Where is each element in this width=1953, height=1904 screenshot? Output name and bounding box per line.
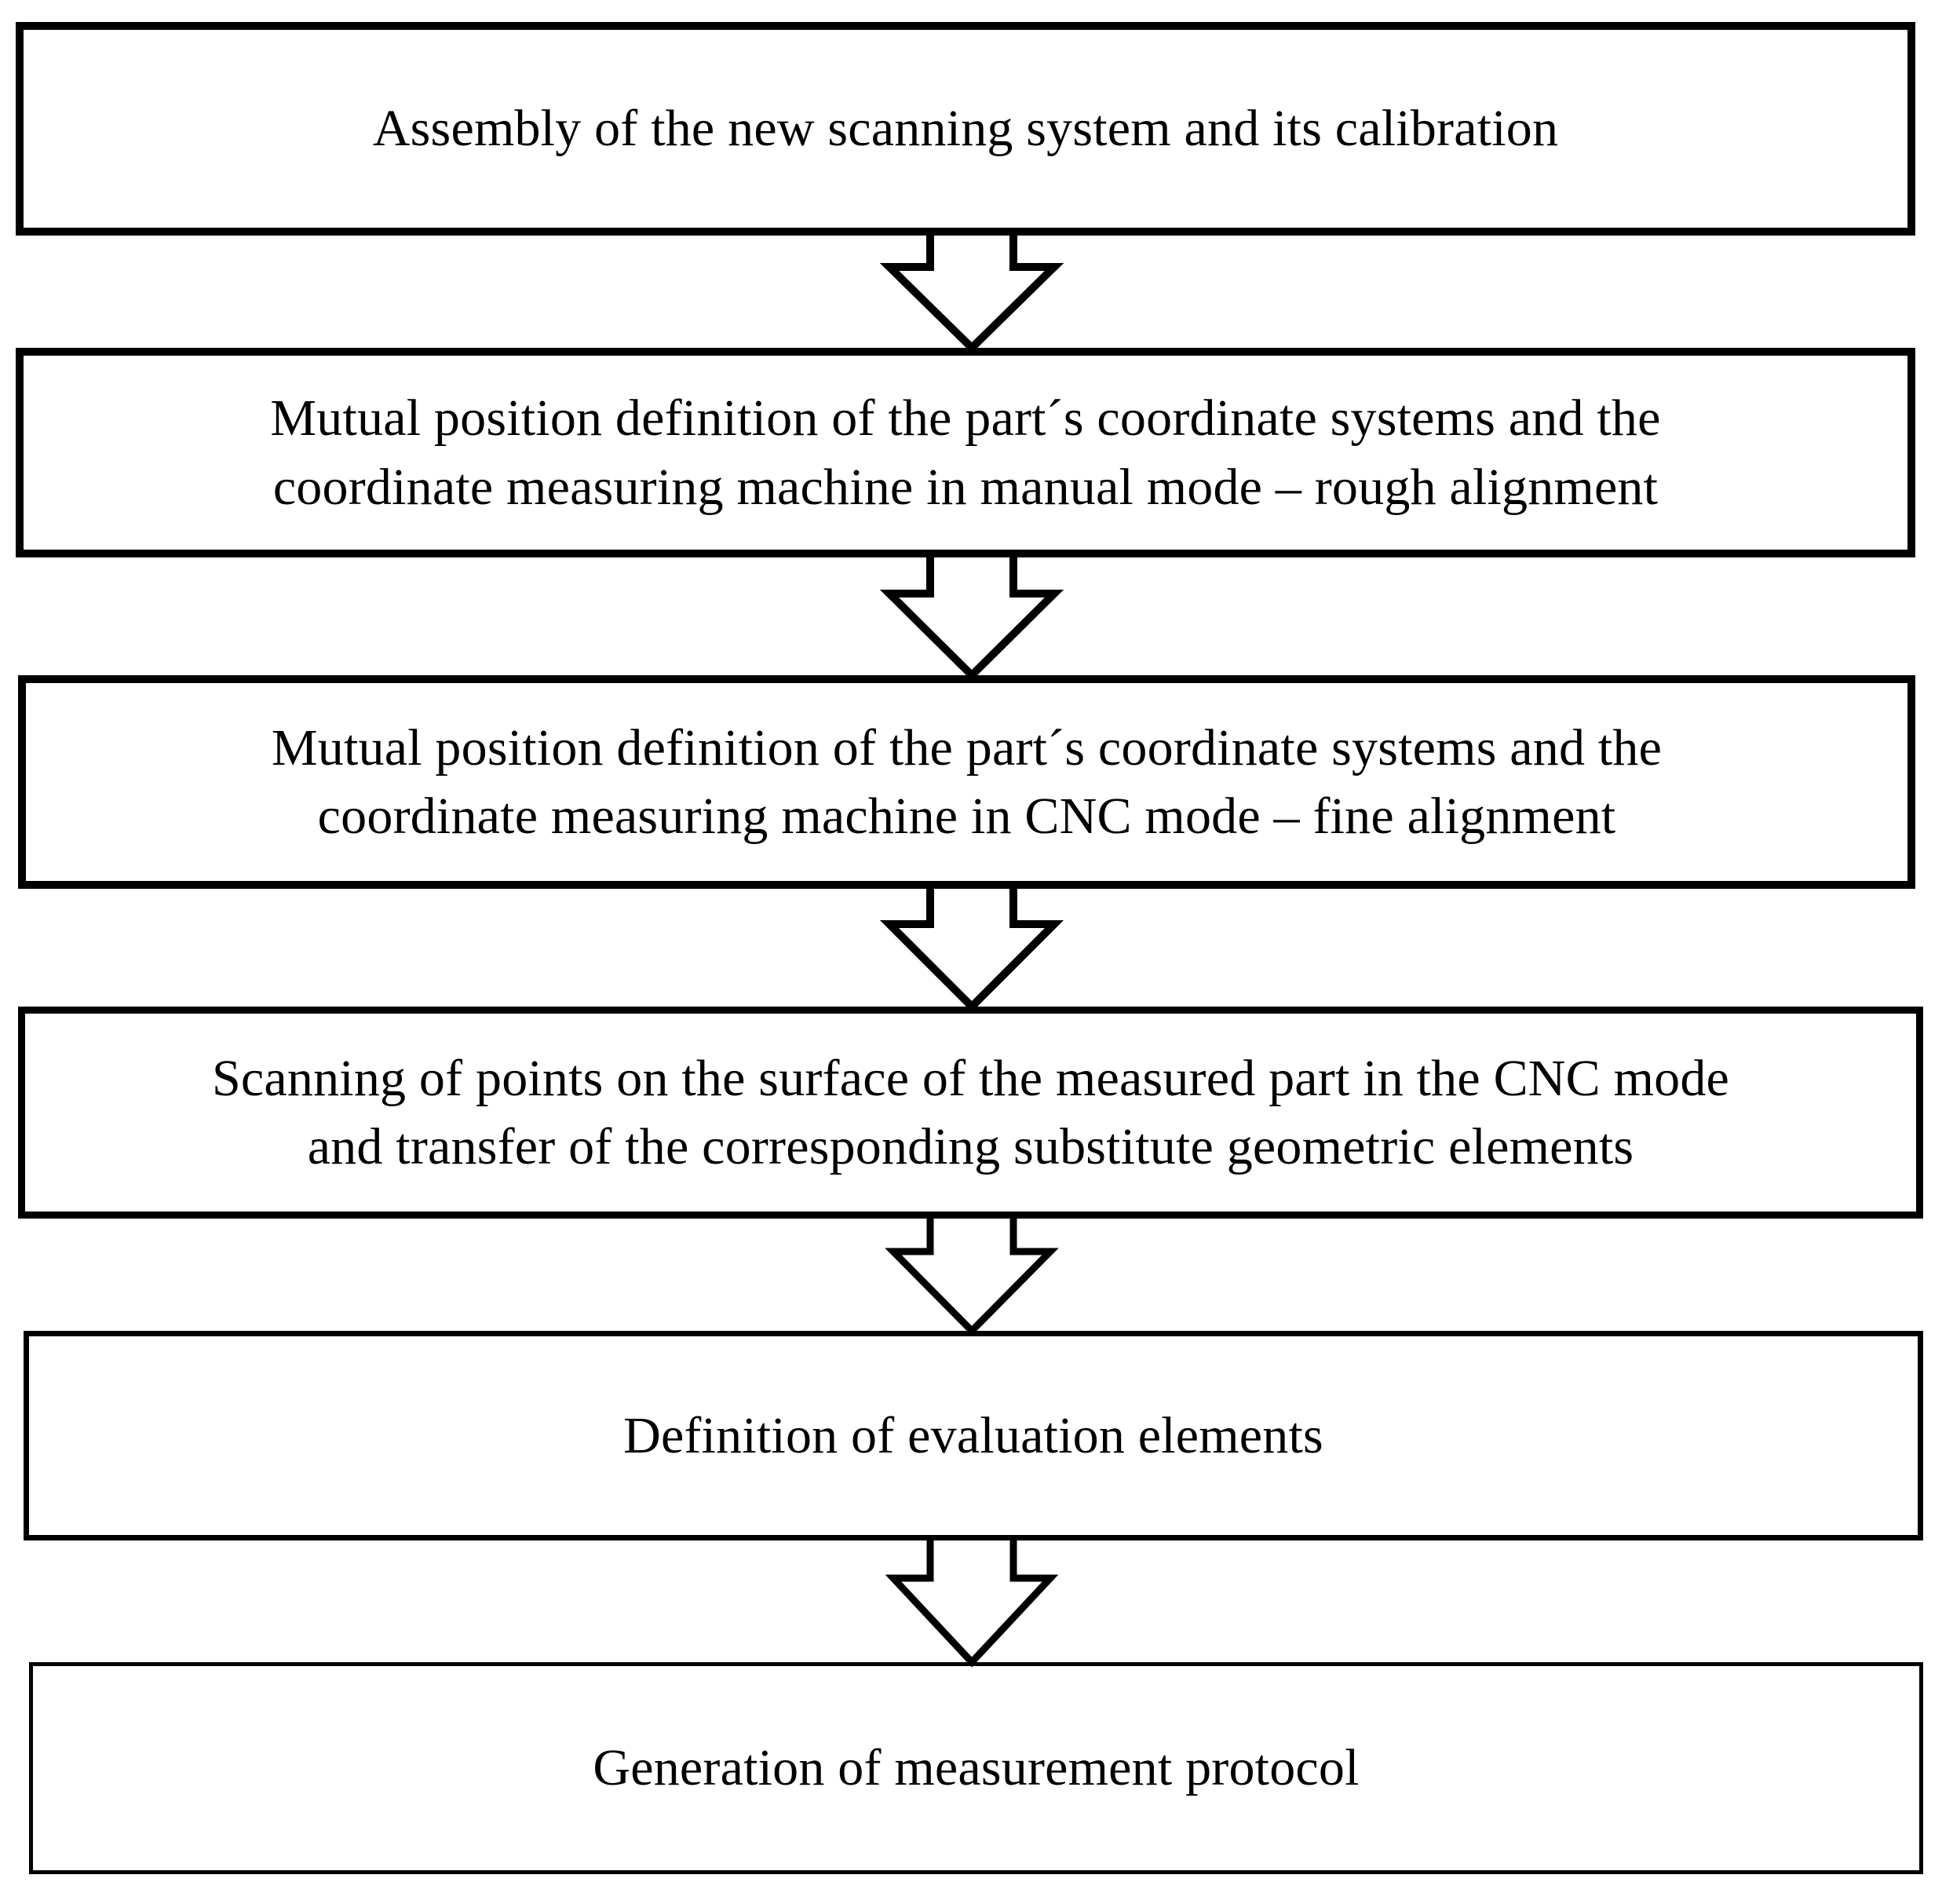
process-box-4[interactable]: Scanning of points on the surface of the…: [18, 1007, 1923, 1219]
arrow-outline: [879, 889, 1064, 1013]
process-box-label: Definition of evaluation elements: [623, 1406, 1323, 1464]
arrow-outline: [879, 236, 1064, 354]
process-box-5[interactable]: Definition of evaluation elements: [24, 1331, 1923, 1540]
process-box-2[interactable]: Mutual position definition of the part´s…: [16, 348, 1915, 557]
arrow-outline: [885, 1540, 1059, 1668]
arrow-outline: [885, 1219, 1059, 1336]
process-box-label: Mutual position definition of the part´s…: [271, 718, 1663, 845]
process-box-1[interactable]: Assembly of the new scanning system and …: [16, 22, 1915, 236]
process-box-label: Generation of measurement protocol: [593, 1739, 1360, 1797]
arrow-connector-5: [882, 1529, 1061, 1673]
arrow-connector-3: [878, 878, 1065, 1018]
process-box-label: Assembly of the new scanning system and …: [372, 100, 1559, 158]
arrow-outline: [879, 557, 1064, 682]
process-box-6[interactable]: Generation of measurement protocol: [29, 1662, 1923, 1874]
process-box-label: Scanning of points on the surface of the…: [211, 1049, 1730, 1175]
arrow-connector-2: [878, 546, 1065, 686]
process-box-3[interactable]: Mutual position definition of the part´s…: [18, 675, 1915, 889]
arrow-connector-4: [882, 1208, 1061, 1342]
arrow-connector-1: [878, 225, 1065, 359]
process-box-label: Mutual position definition of the part´s…: [270, 389, 1661, 516]
